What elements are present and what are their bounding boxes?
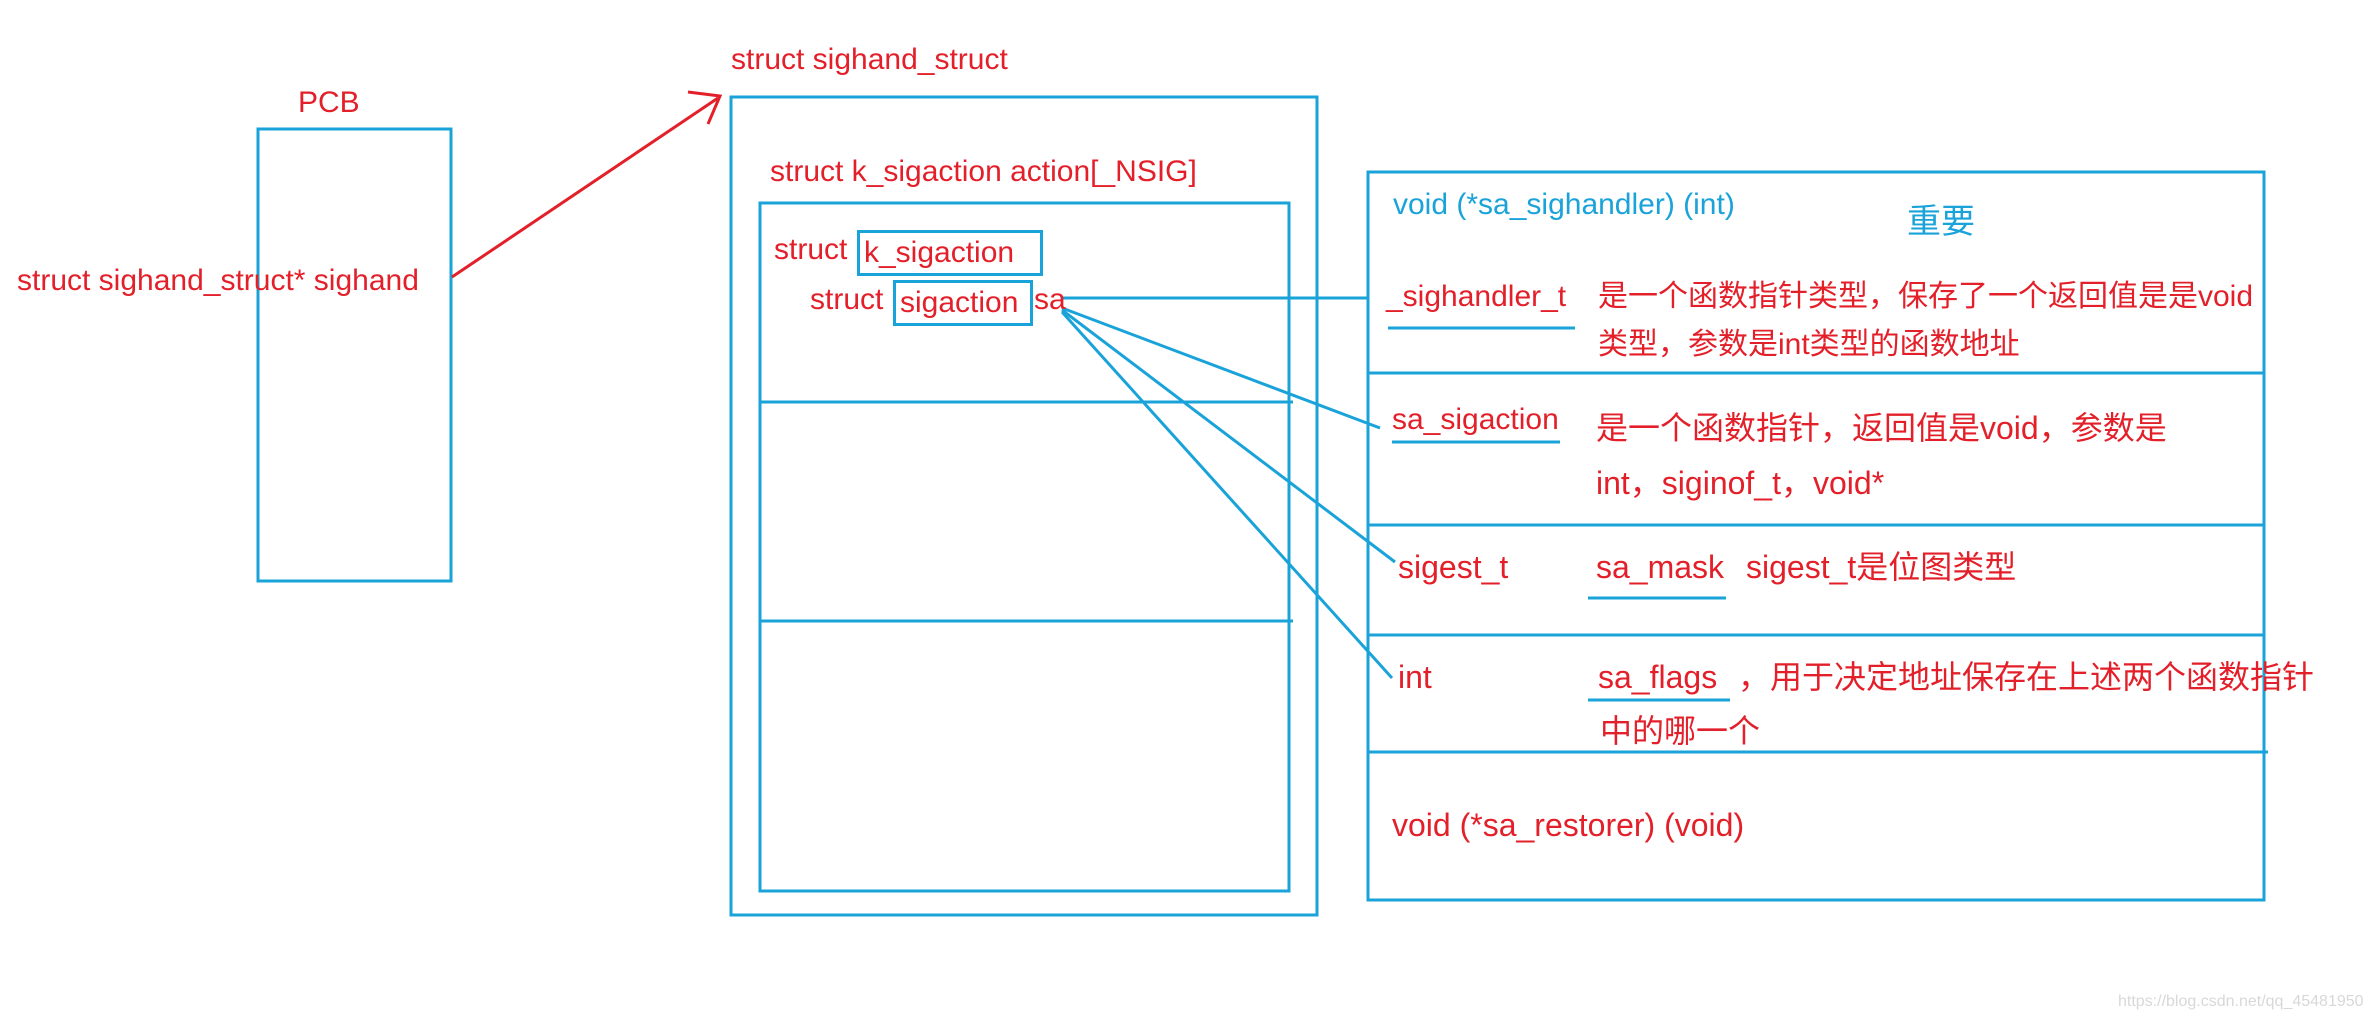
pcb-box bbox=[256, 127, 453, 583]
sighand-struct-box bbox=[729, 95, 1319, 917]
row-desc-sa-mask: sigest_t是位图类型 bbox=[1746, 549, 2017, 585]
pcb-sighand-field: struct sighand_struct* sighand bbox=[17, 264, 419, 297]
row-desc-sighandler-line2: 类型，参数是int类型的函数地址 bbox=[1598, 328, 2020, 361]
handler-declaration: void (*sa_sighandler) (int) bbox=[1393, 188, 1735, 221]
row-desc-sa-flags-line2: 中的哪一个 bbox=[1600, 713, 1761, 749]
sigaction-box bbox=[1366, 170, 2266, 902]
row-field-sa-mask: sa_mask bbox=[1596, 549, 1725, 585]
row-desc-sighandler-line1: 是一个函数指针类型，保存了一个返回值是是void bbox=[1598, 280, 2254, 313]
sigaction-name: sigaction bbox=[893, 280, 1033, 326]
row-type-sigest: sigest_t bbox=[1398, 549, 1509, 585]
row-desc-sa-sigaction-line1: 是一个函数指针，返回值是void，参数是 bbox=[1596, 410, 2167, 446]
row-type-sighandler: _sighandler_t bbox=[1386, 280, 1567, 313]
connector-sa-mask bbox=[1061, 308, 1396, 564]
row-type-sa-sigaction: sa_sigaction bbox=[1392, 403, 1559, 436]
connector-sa-flags bbox=[1060, 310, 1394, 680]
watermark: https://blog.csdn.net/qq_45481950 bbox=[2118, 993, 2364, 1010]
pointer-arrow-head bbox=[687, 90, 723, 125]
pointer-arrow-line bbox=[451, 96, 719, 279]
connector-sa-sigaction bbox=[1061, 306, 1381, 430]
row-field-sa-flags: sa_flags bbox=[1598, 659, 1718, 695]
action-array-box bbox=[758, 201, 1291, 893]
sighand-struct-title: struct sighand_struct bbox=[731, 43, 1008, 76]
row-desc-sa-flags-line1: ，用于决定地址保存在上述两个函数指针 bbox=[1738, 659, 2315, 695]
action-array-label: struct k_sigaction action[_NSIG] bbox=[770, 155, 1197, 188]
sigaction-prefix: struct bbox=[810, 283, 884, 316]
pcb-title: PCB bbox=[298, 86, 360, 119]
k-sigaction-prefix: struct bbox=[774, 233, 848, 266]
k-sigaction-name: k_sigaction bbox=[857, 230, 1043, 276]
sa-label: sa bbox=[1034, 283, 1066, 316]
row-type-int: int bbox=[1398, 659, 1432, 695]
restorer-declaration: void (*sa_restorer) (void) bbox=[1392, 807, 1745, 843]
row-desc-sa-sigaction-line2: int，siginof_t，void* bbox=[1596, 465, 1885, 501]
important-note: 重要 bbox=[1907, 203, 1975, 241]
